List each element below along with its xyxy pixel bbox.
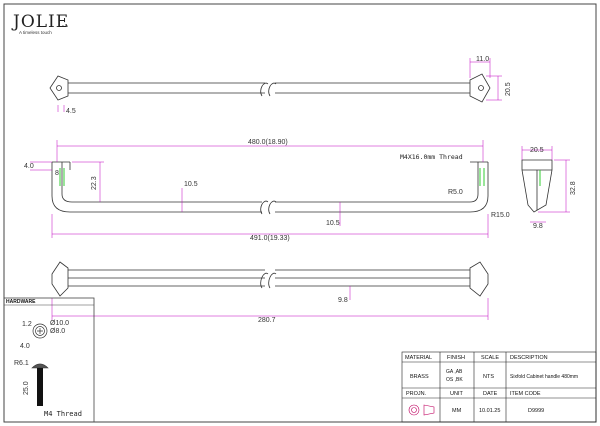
bottom-view-break-mark (260, 272, 277, 289)
top-view-break-mark (260, 82, 277, 97)
screw-head-inner (35, 326, 45, 336)
side-mid-a-dim: 10.5 (184, 181, 198, 188)
top-view-right-end (469, 73, 491, 103)
title-block (401, 351, 597, 423)
tb-finish-value-1: GA ,AB (446, 369, 463, 375)
side-view-outer-profile-right (275, 162, 489, 213)
tb-header-material: MATERIAL (405, 355, 432, 361)
tb-finish-value-2: OS ,BK (446, 377, 463, 383)
screw-head-slot (37, 328, 43, 334)
tb-header-unit: UNIT (450, 391, 463, 397)
projection-symbol-icon (408, 404, 435, 416)
screw-shank (37, 368, 43, 406)
top-view-dims (57, 58, 502, 112)
hw-screw-head-dim: 1.2 (22, 321, 32, 328)
tb-header-item-code: ITEM CODE (510, 391, 541, 397)
end-view-dims (521, 146, 570, 223)
hw-radius-dim: R6.1 (14, 360, 29, 367)
sheet-border (3, 3, 597, 423)
tb-material-value: BRASS (410, 374, 429, 380)
screw-side-view (31, 363, 49, 406)
tb-header-finish: FINISH (447, 355, 465, 361)
bottom-view-right-end (469, 261, 489, 297)
side-length-centers-dim: 480.0(18.90) (248, 139, 288, 146)
side-small-mark: 8 (55, 170, 59, 177)
end-view (521, 159, 553, 213)
hardware-panel-frame (3, 297, 95, 423)
tb-item-code-value: D9999 (528, 408, 544, 414)
logo-suffix: ch (62, 23, 69, 28)
tb-scale-value: NTS (483, 374, 494, 380)
side-view-threads (59, 168, 485, 186)
top-view (49, 73, 491, 103)
top-end-height-dim: 20.5 (505, 82, 512, 96)
screw-cap (31, 363, 49, 369)
tb-header-projn: PROJN. (406, 391, 427, 397)
side-view-outer-profile (51, 162, 262, 213)
side-view-break-mark (260, 200, 277, 215)
top-view-right-hole (478, 85, 484, 91)
logo-tagline: A timeless touch (19, 30, 52, 35)
side-length-overall-dim: 491.0(19.33) (250, 235, 290, 242)
side-leg-height-dim: 22.3 (91, 176, 98, 190)
tb-header-scale: SCALE (481, 355, 499, 361)
top-view-left-end (49, 75, 69, 101)
bottom-view-dims (51, 286, 489, 320)
side-view-dims (30, 140, 489, 238)
side-end-offset-dim: 4.0 (24, 163, 34, 170)
side-mid-b-dim: 10.5 (326, 220, 340, 227)
tb-unit-value: MM (452, 408, 462, 414)
hardware-title: HARDWARE (6, 299, 36, 305)
end-top-width-dim: 20.5 (530, 147, 544, 154)
side-radius-small-dim: R5.0 (448, 189, 463, 196)
side-view (51, 161, 489, 215)
bottom-width-dim: 9.8 (338, 297, 348, 304)
top-base-dim: 4.5 (66, 108, 76, 115)
side-radius-large-dim: R15.0 (491, 212, 510, 219)
side-view-inner-profile-right (275, 162, 479, 203)
tb-description-value: Sixfold Cabinet handle 480mm (510, 374, 578, 380)
bottom-overall-dim: 280.7 (258, 317, 276, 324)
screw-head-view (32, 323, 48, 339)
top-view-left-hole (56, 85, 62, 91)
side-view-inner-profile (61, 162, 262, 203)
side-thread-note: M4X16.0mm Thread (400, 153, 463, 161)
hw-thread-label: M4 Thread (44, 410, 82, 418)
logo-text: JOLIE (11, 12, 69, 32)
hw-length-dim: 25.0 (23, 381, 30, 395)
end-bottom-width-dim: 9.8 (533, 223, 543, 230)
bottom-view-left-end (51, 261, 69, 297)
end-height-dim: 32.8 (570, 181, 577, 195)
hw-outer-dia-dim: Ø10.0 (50, 320, 69, 327)
end-view-outline (521, 159, 553, 213)
screw-head-outer (32, 323, 48, 339)
tb-header-description: DESCRIPTION (510, 355, 548, 361)
tb-date-value: 10.01.25 (479, 408, 500, 414)
tb-header-date: DATE (483, 391, 498, 397)
top-end-width-dim: 11.0 (476, 56, 489, 63)
hardware-panel: HARDWARE 1.2 Ø10.0 Ø8.0 4.0 R6.1 25.0 M4… (3, 297, 95, 423)
hw-head-height-dim: 4.0 (20, 343, 30, 350)
title-block-frame (401, 351, 597, 423)
bottom-view (51, 261, 489, 297)
brand-logo: JOLIE ch A timeless touch (11, 12, 69, 35)
hw-inner-dia-dim: Ø8.0 (50, 328, 65, 335)
